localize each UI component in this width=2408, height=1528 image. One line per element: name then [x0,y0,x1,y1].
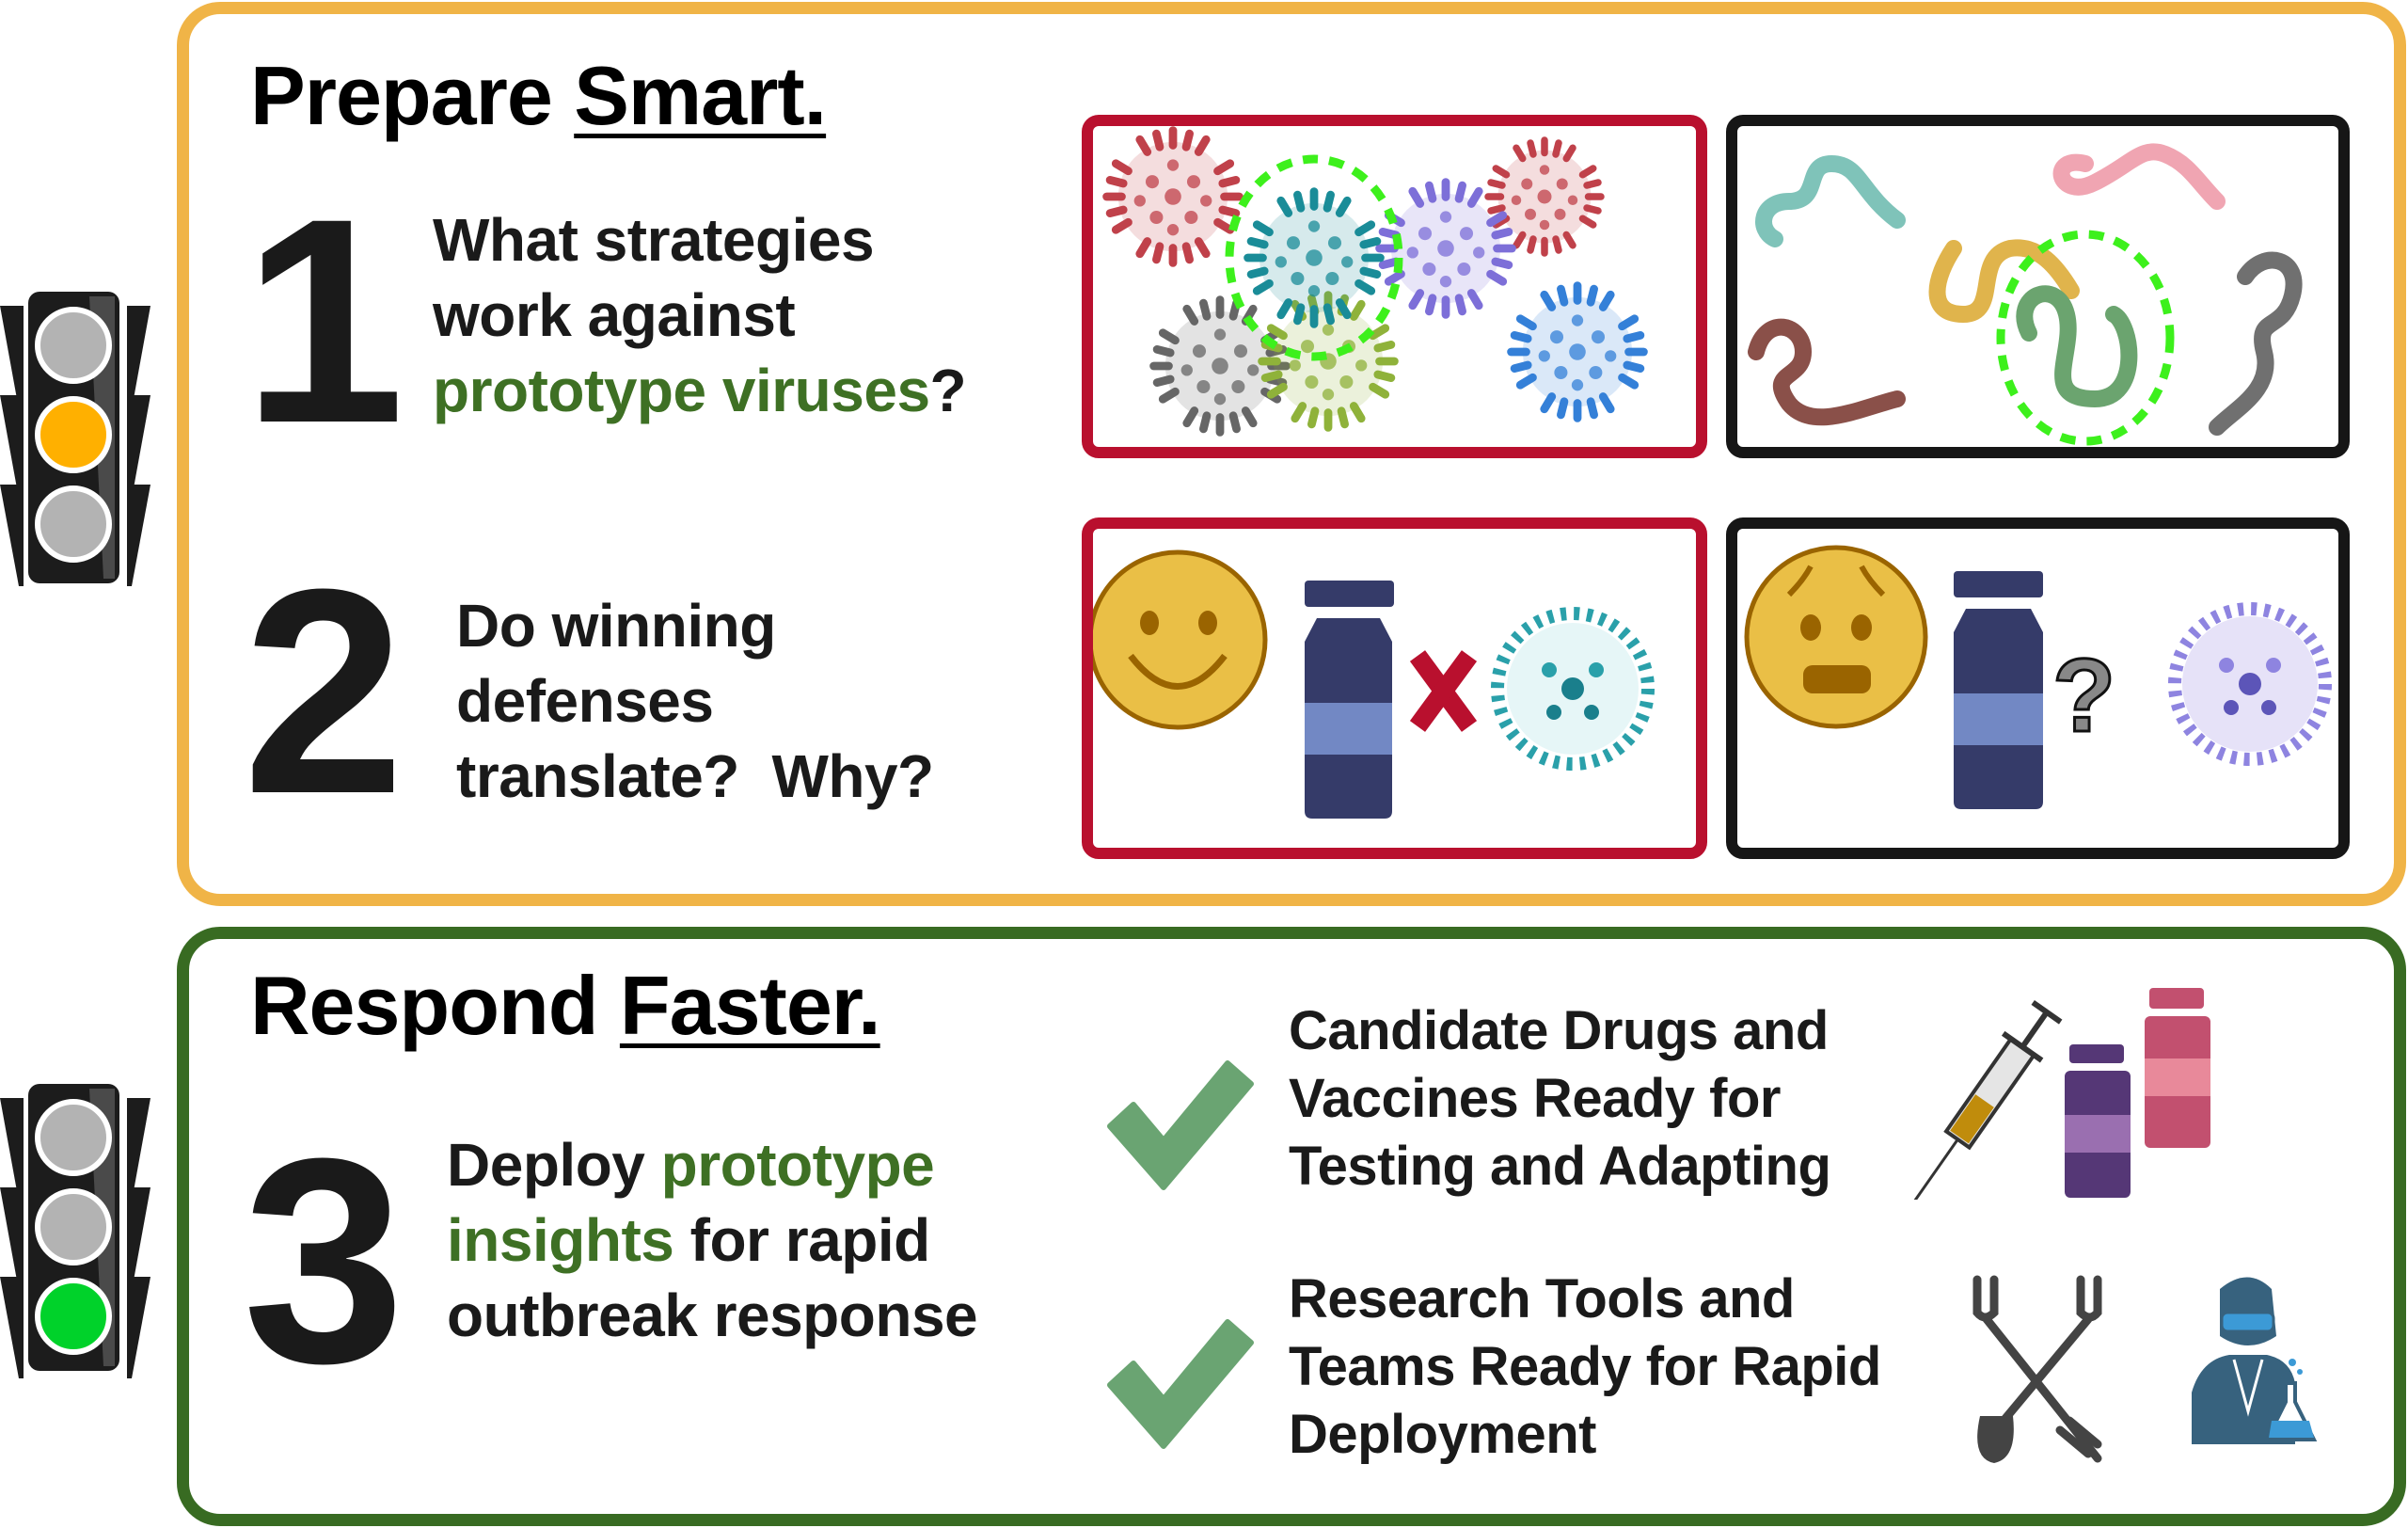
item2-line3: Deployment [1289,1404,1596,1465]
respond-heading: Respond Faster. [250,964,881,1047]
field-tools-icon [1966,1270,2116,1468]
step-number-1: 1 [243,157,404,484]
step1-line2: work against [433,281,796,349]
filamentous-viruses-illustration [1748,143,2303,446]
step1-line3-tail: ? [929,357,967,424]
vaccine-vial-icon [1305,581,1394,819]
prototype-viruses-highlight: prototype viruses [433,357,930,424]
step2-question: Do winning defenses translate? Why? [456,588,934,814]
item1-line2: Vaccines Ready for [1289,1068,1781,1129]
step-number-3: 3 [243,1097,404,1424]
item2-line1: Research Tools and [1289,1268,1795,1329]
step-number-2: 2 [243,528,404,854]
respond-heading-underlined: Faster. [619,959,881,1052]
step3-line2: insights for rapid [447,1202,977,1278]
step1-question: What strategies work against prototype v… [433,202,967,428]
step2-line3: translate? Why? [456,742,934,810]
step2-line1: Do winning [456,592,776,660]
respond-heading-plain: Respond [250,959,620,1052]
defense-unknown-illustration: ? [1744,545,2332,809]
virus-purple-icon [2168,602,2332,766]
step2-line2: defenses [456,667,714,735]
checkmark-icon [1105,1314,1256,1456]
panel-defense-works [1082,517,1707,859]
step3-line1: Deploy prototype [447,1127,977,1202]
vaccine-vial-icon [1954,571,2043,809]
step3-line2-plain: for rapid [673,1206,931,1274]
red-x-icon [1409,650,1478,732]
worried-face-icon [1744,545,1928,729]
smiley-face-icon [1093,549,1268,730]
spherical-viruses-illustration [1093,126,1696,447]
step1-line1: What strategies [433,206,875,274]
syringe-and-vials-icon [1909,988,2229,1200]
step3-highlight-insights: insights [447,1206,674,1274]
virus-teal-icon [1491,607,1655,771]
traffic-light-green-icon [0,1079,150,1380]
step3-line1-plain: Deploy [447,1131,661,1199]
traffic-light-amber-icon [0,287,150,588]
question-mark-icon: ? [2052,638,2115,754]
ready-item-tools-teams: Research Tools and Teams Ready for Rapid… [1289,1265,1881,1469]
prepare-heading-plain: Prepare [250,49,575,142]
item2-line2: Teams Ready for Rapid [1289,1336,1881,1397]
checkmark-icon [1105,1056,1256,1197]
defense-works-illustration [1093,549,1655,819]
step1-line3: prototype viruses? [433,353,967,428]
step3-statement: Deploy prototype insights for rapid outb… [447,1127,978,1353]
ready-item-drugs-vaccines: Candidate Drugs and Vaccines Ready for T… [1289,997,1831,1201]
prepare-heading: Prepare Smart. [250,55,827,137]
step3-line3: outbreak response [447,1281,978,1349]
item1-line1: Candidate Drugs and [1289,1000,1829,1061]
prepare-heading-underlined: Smart. [574,49,827,142]
panel-filamentous-viruses [1726,115,2350,458]
panel-spherical-viruses [1082,115,1707,458]
panel-defense-unknown: ? [1726,517,2350,859]
step3-highlight-prototype: prototype [660,1131,935,1199]
scientist-with-flask-icon [2182,1270,2333,1449]
item1-line3: Testing and Adapting [1289,1136,1831,1197]
